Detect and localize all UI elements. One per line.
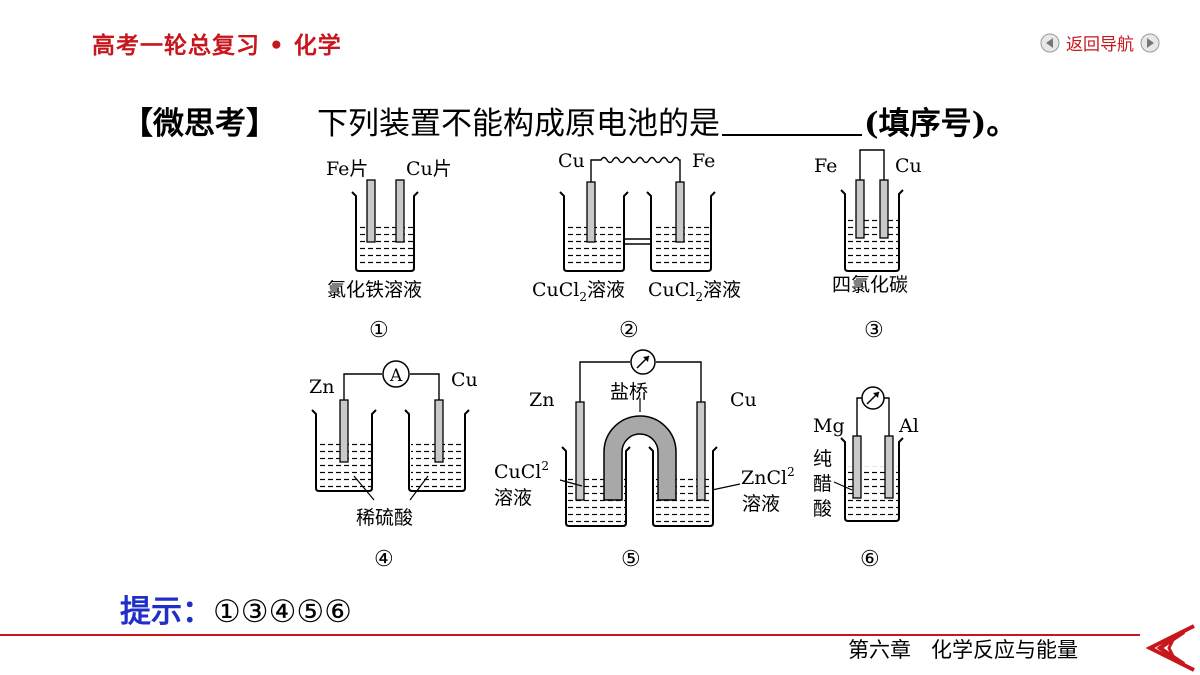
- fig6-left-label: Mg: [813, 415, 845, 437]
- question-body: 下列装置不能构成原电池的是: [317, 106, 720, 142]
- back-nav-label[interactable]: 返回导航: [1066, 35, 1134, 55]
- fig2-left-solution: CuCl2溶液: [532, 279, 625, 304]
- question-text: 【微思考】 下列装置不能构成原电池的是 (填序号)。: [122, 98, 1017, 143]
- fig5-right-solution: ZnCl2: [741, 465, 795, 489]
- fig1-right-label: Cu片: [406, 158, 452, 180]
- hint-label: 提示：: [120, 594, 213, 630]
- fig6-number: ⑥: [860, 547, 880, 572]
- figure-1: Fe片 Cu片 氯化铁溶液 ①: [326, 158, 452, 343]
- question-suffix: (填序号)。: [864, 106, 1018, 142]
- fig3-solution-label: 四氯化碳: [832, 274, 908, 296]
- fig5-right-solution-suffix: 溶液: [742, 493, 780, 515]
- fig2-right-label: Fe: [692, 150, 715, 172]
- header-title: 高考一轮总复习 • 化学: [92, 33, 342, 59]
- fig5-right-label: Cu: [730, 389, 757, 411]
- fig1-left-label: Fe片: [326, 158, 368, 180]
- answer-blank: [722, 108, 862, 136]
- ammeter-icon: [382, 360, 410, 388]
- fig2-left-label: Cu: [558, 150, 585, 172]
- fig2-right-solution: CuCl2溶液: [648, 279, 741, 304]
- footer-divider: [0, 634, 1140, 636]
- fig6-solution-3: 酸: [813, 498, 832, 520]
- fig4-number: ④: [374, 547, 394, 572]
- fig5-left-solution: CuCl2: [494, 459, 549, 483]
- fig3-right-label: Cu: [895, 155, 922, 177]
- fig4-left-label: Zn: [309, 376, 334, 398]
- chevron-left-icon[interactable]: [1130, 622, 1200, 672]
- figure-5: 盐桥 Zn Cu CuCl2 溶液 ZnCl2 溶液 ⑤: [494, 349, 795, 572]
- fig6-right-label: Al: [898, 415, 919, 437]
- fig6-solution-1: 纯: [813, 448, 832, 470]
- fig4-meter-label: A: [389, 366, 403, 386]
- question-lead: 【微思考】: [122, 106, 277, 142]
- fig3-left-label: Fe: [814, 155, 837, 177]
- fig1-number: ①: [369, 318, 389, 343]
- fig5-left-label: Zn: [529, 389, 554, 411]
- figure-3: Fe Cu 四氯化碳 ③: [814, 149, 922, 343]
- hint-answer: ①③④⑤⑥: [213, 594, 352, 630]
- figure-6: Mg Al 纯 醋 酸 ⑥: [813, 386, 919, 572]
- fig3-number: ③: [864, 318, 884, 343]
- arrow-right-icon[interactable]: [1140, 33, 1160, 53]
- back-nav-button[interactable]: 返回导航: [1040, 30, 1160, 55]
- fig2-number: ②: [619, 318, 639, 343]
- fig4-solution-label: 稀硫酸: [356, 507, 413, 529]
- fig6-solution-2: 醋: [813, 473, 832, 495]
- fig4-right-label: Cu: [451, 369, 478, 391]
- fig5-left-solution-suffix: 溶液: [494, 487, 532, 509]
- fig5-number: ⑤: [621, 547, 641, 572]
- hint-line: 提示：①③④⑤⑥: [120, 586, 352, 631]
- footer-chapter: 第六章 化学反应与能量: [848, 638, 1079, 662]
- fig1-solution-label: 氯化铁溶液: [327, 279, 422, 301]
- figure-4: A Zn Cu 稀硫酸 ④: [309, 360, 478, 572]
- fig5-bridge-label: 盐桥: [610, 381, 648, 403]
- arrow-left-icon[interactable]: [1040, 33, 1060, 53]
- figure-2: Cu Fe CuCl2溶液 CuCl2溶液 ②: [532, 150, 741, 343]
- salt-bridge: [603, 415, 677, 501]
